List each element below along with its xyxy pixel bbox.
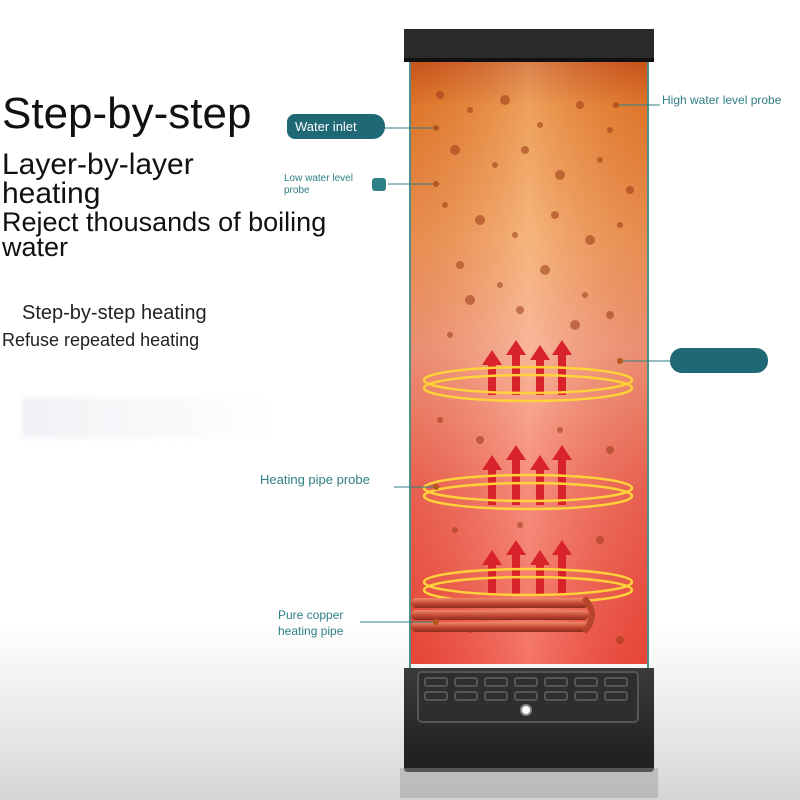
feature-step-heating: Step-by-step heating: [22, 302, 207, 324]
copper-heating-pipe-label: Pure copper heating pipe: [278, 608, 344, 638]
feature-refuse-reheating: Refuse repeated heating: [2, 330, 200, 350]
device-lid: [404, 29, 654, 62]
heating-pipe-probe-label: Heating pipe probe: [260, 472, 370, 487]
leader-lines: [360, 102, 670, 625]
copper-heating-pipe: [411, 595, 595, 635]
headline: Step-by-step: [2, 89, 252, 138]
water-inlet-label: Water inlet: [295, 119, 357, 134]
high-water-level-probe-label: High water level probe: [662, 93, 782, 107]
drip-tray: [417, 671, 639, 723]
low-level-marker: [372, 178, 386, 191]
heating-rings: [422, 365, 634, 605]
mid-probe-pill: [670, 348, 768, 373]
subheadline-reject-boiling: Reject thousands of boiling water: [2, 207, 327, 262]
low-water-level-probe-label: Low water level probe: [284, 173, 353, 196]
bubbles: [436, 91, 634, 644]
subheadline-layer-heating: Layer-by-layer heating: [2, 148, 194, 210]
water-inlet-pill: Water inlet: [287, 114, 385, 139]
faded-text-block: [22, 398, 272, 438]
